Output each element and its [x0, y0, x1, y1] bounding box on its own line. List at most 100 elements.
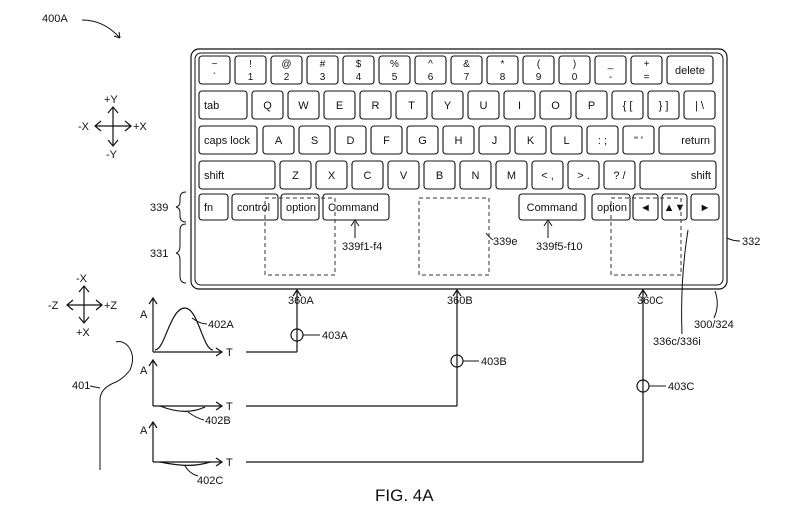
svg-text:%: % [390, 59, 399, 70]
key-row3-10[interactable]: : ; [586, 125, 619, 155]
key-row1-6[interactable]: ^6 [414, 55, 447, 85]
key-W[interactable]: W [287, 90, 320, 120]
svg-text:E: E [336, 100, 343, 112]
key-P[interactable]: P [575, 90, 608, 120]
key-row3-2[interactable]: S [298, 125, 331, 155]
svg-text:H: H [455, 135, 463, 147]
key-row1-9[interactable]: (9 [522, 55, 555, 85]
key-row4-8[interactable]: < , [531, 160, 564, 190]
key-row3-9[interactable]: L [550, 125, 583, 155]
key-row4-7[interactable]: M [495, 160, 528, 190]
svg-text:A: A [140, 365, 148, 377]
key-row3-4[interactable]: F [370, 125, 403, 155]
svg-text:^: ^ [428, 59, 433, 70]
key-shift-right[interactable]: shift [639, 160, 717, 190]
svg-text:-Y: -Y [106, 149, 118, 161]
key-row4-3[interactable]: C [351, 160, 384, 190]
key-return[interactable]: return [658, 125, 716, 155]
key-Q[interactable]: Q [251, 90, 284, 120]
key-row1-3[interactable]: #3 [306, 55, 339, 85]
graph-402b: A T 402B [140, 358, 233, 427]
svg-text:: ;: : ; [598, 135, 607, 147]
key-row3-11[interactable]: " ' [622, 125, 655, 155]
svg-text:&: & [463, 59, 470, 70]
svg-text:T: T [226, 347, 233, 359]
svg-text:◄: ◄ [640, 202, 651, 214]
key-row1-5[interactable]: %5 [378, 55, 411, 85]
key-fn[interactable]: fn [198, 193, 229, 221]
key-row4-4[interactable]: V [387, 160, 420, 190]
key-row1-11[interactable]: _- [594, 55, 627, 85]
svg-text:T: T [408, 100, 415, 112]
svg-text:A: A [140, 309, 148, 321]
key-command-right[interactable]: Command [518, 193, 586, 221]
key-row4-6[interactable]: N [459, 160, 492, 190]
svg-text:L: L [563, 135, 569, 147]
key-I[interactable]: I [503, 90, 536, 120]
svg-text:403B: 403B [481, 356, 507, 368]
svg-text:delete: delete [675, 65, 705, 77]
key-arrow-left[interactable]: ◄ [632, 193, 659, 221]
key-tab[interactable]: tab [198, 90, 248, 120]
label-339f5: 339f5-f10 [536, 241, 582, 253]
label-332: 332 [742, 236, 760, 248]
key-[interactable]: { [ [611, 90, 644, 120]
svg-text:F: F [383, 135, 390, 147]
key-row1-1[interactable]: !1 [234, 55, 267, 85]
axes-xz: -X +X -Z +Z [48, 273, 117, 339]
svg-text:▲▼: ▲▼ [664, 202, 686, 214]
key-row4-1[interactable]: Z [279, 160, 312, 190]
key-row3-5[interactable]: G [406, 125, 439, 155]
key-row1-10[interactable]: )0 [558, 55, 591, 85]
key-row1-4[interactable]: $4 [342, 55, 375, 85]
svg-text:~: ~ [212, 59, 218, 70]
key-command-left[interactable]: Command [322, 193, 390, 221]
svg-text:option: option [286, 202, 316, 214]
key-arrow-right[interactable]: ► [690, 193, 720, 221]
key-[interactable]: } ] [647, 90, 680, 120]
svg-text:!: ! [249, 59, 252, 70]
svg-text:O: O [551, 100, 560, 112]
svg-text:V: V [400, 170, 408, 182]
svg-text:control: control [237, 202, 270, 214]
sensor-region-a [264, 197, 336, 276]
key-row4-9[interactable]: > . [567, 160, 600, 190]
key-row4-5[interactable]: B [423, 160, 456, 190]
svg-text:360B: 360B [447, 295, 473, 307]
key-caps-lock[interactable]: caps lock [198, 125, 258, 155]
key-row1-12[interactable]: += [630, 55, 663, 85]
svg-text:fn: fn [204, 202, 213, 214]
key-O[interactable]: O [539, 90, 572, 120]
svg-text:): ) [573, 59, 576, 70]
key-U[interactable]: U [467, 90, 500, 120]
key-row1-0[interactable]: ~` [198, 55, 231, 85]
svg-text:X: X [328, 170, 336, 182]
svg-text:6: 6 [428, 72, 434, 83]
key-row1-8[interactable]: *8 [486, 55, 519, 85]
key-R[interactable]: R [359, 90, 392, 120]
key-row1-7[interactable]: &7 [450, 55, 483, 85]
svg-text:7: 7 [464, 72, 470, 83]
key-[interactable]: | \ [683, 90, 716, 120]
key-row4-2[interactable]: X [315, 160, 348, 190]
key-row1-2[interactable]: @2 [270, 55, 303, 85]
key-row3-7[interactable]: J [478, 125, 511, 155]
key-row3-6[interactable]: H [442, 125, 475, 155]
signal-403b: 403B [246, 354, 507, 407]
key-row4-10[interactable]: ? / [603, 160, 636, 190]
key-control[interactable]: control [231, 193, 279, 221]
svg-text:3: 3 [320, 72, 326, 83]
key-row3-3[interactable]: D [334, 125, 367, 155]
key-Y[interactable]: Y [431, 90, 464, 120]
svg-text:shift: shift [691, 170, 711, 182]
key-row3-8[interactable]: K [514, 125, 547, 155]
key-row3-1[interactable]: A [262, 125, 295, 155]
svg-text:caps lock: caps lock [204, 135, 250, 147]
key-shift-left[interactable]: shift [198, 160, 276, 190]
key-E[interactable]: E [323, 90, 356, 120]
key-T[interactable]: T [395, 90, 428, 120]
svg-text:" ': " ' [634, 135, 643, 147]
key-option-left[interactable]: option [280, 193, 320, 221]
key-option-right[interactable]: option [591, 193, 631, 221]
key-delete[interactable]: delete [666, 55, 714, 85]
